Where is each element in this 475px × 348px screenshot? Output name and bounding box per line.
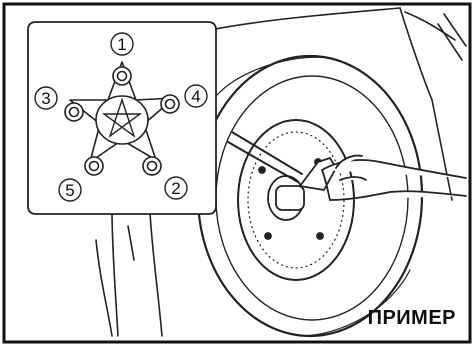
order-number-1: 1 — [117, 35, 126, 54]
order-number-2: 2 — [171, 179, 180, 198]
wheel-nut-3 — [65, 103, 83, 121]
wheel-nut-2 — [143, 157, 161, 175]
order-number-5: 5 — [65, 181, 74, 200]
caption-example: ПРИМЕР — [368, 307, 456, 329]
wheel-nut-5 — [85, 157, 103, 175]
order-number-4: 4 — [191, 87, 200, 106]
wheel-nut-4 — [161, 95, 179, 113]
tightening-order-inset: 1 4 2 5 3 — [28, 22, 216, 214]
wheel-nut-1 — [113, 67, 131, 85]
order-number-3: 3 — [41, 89, 50, 108]
